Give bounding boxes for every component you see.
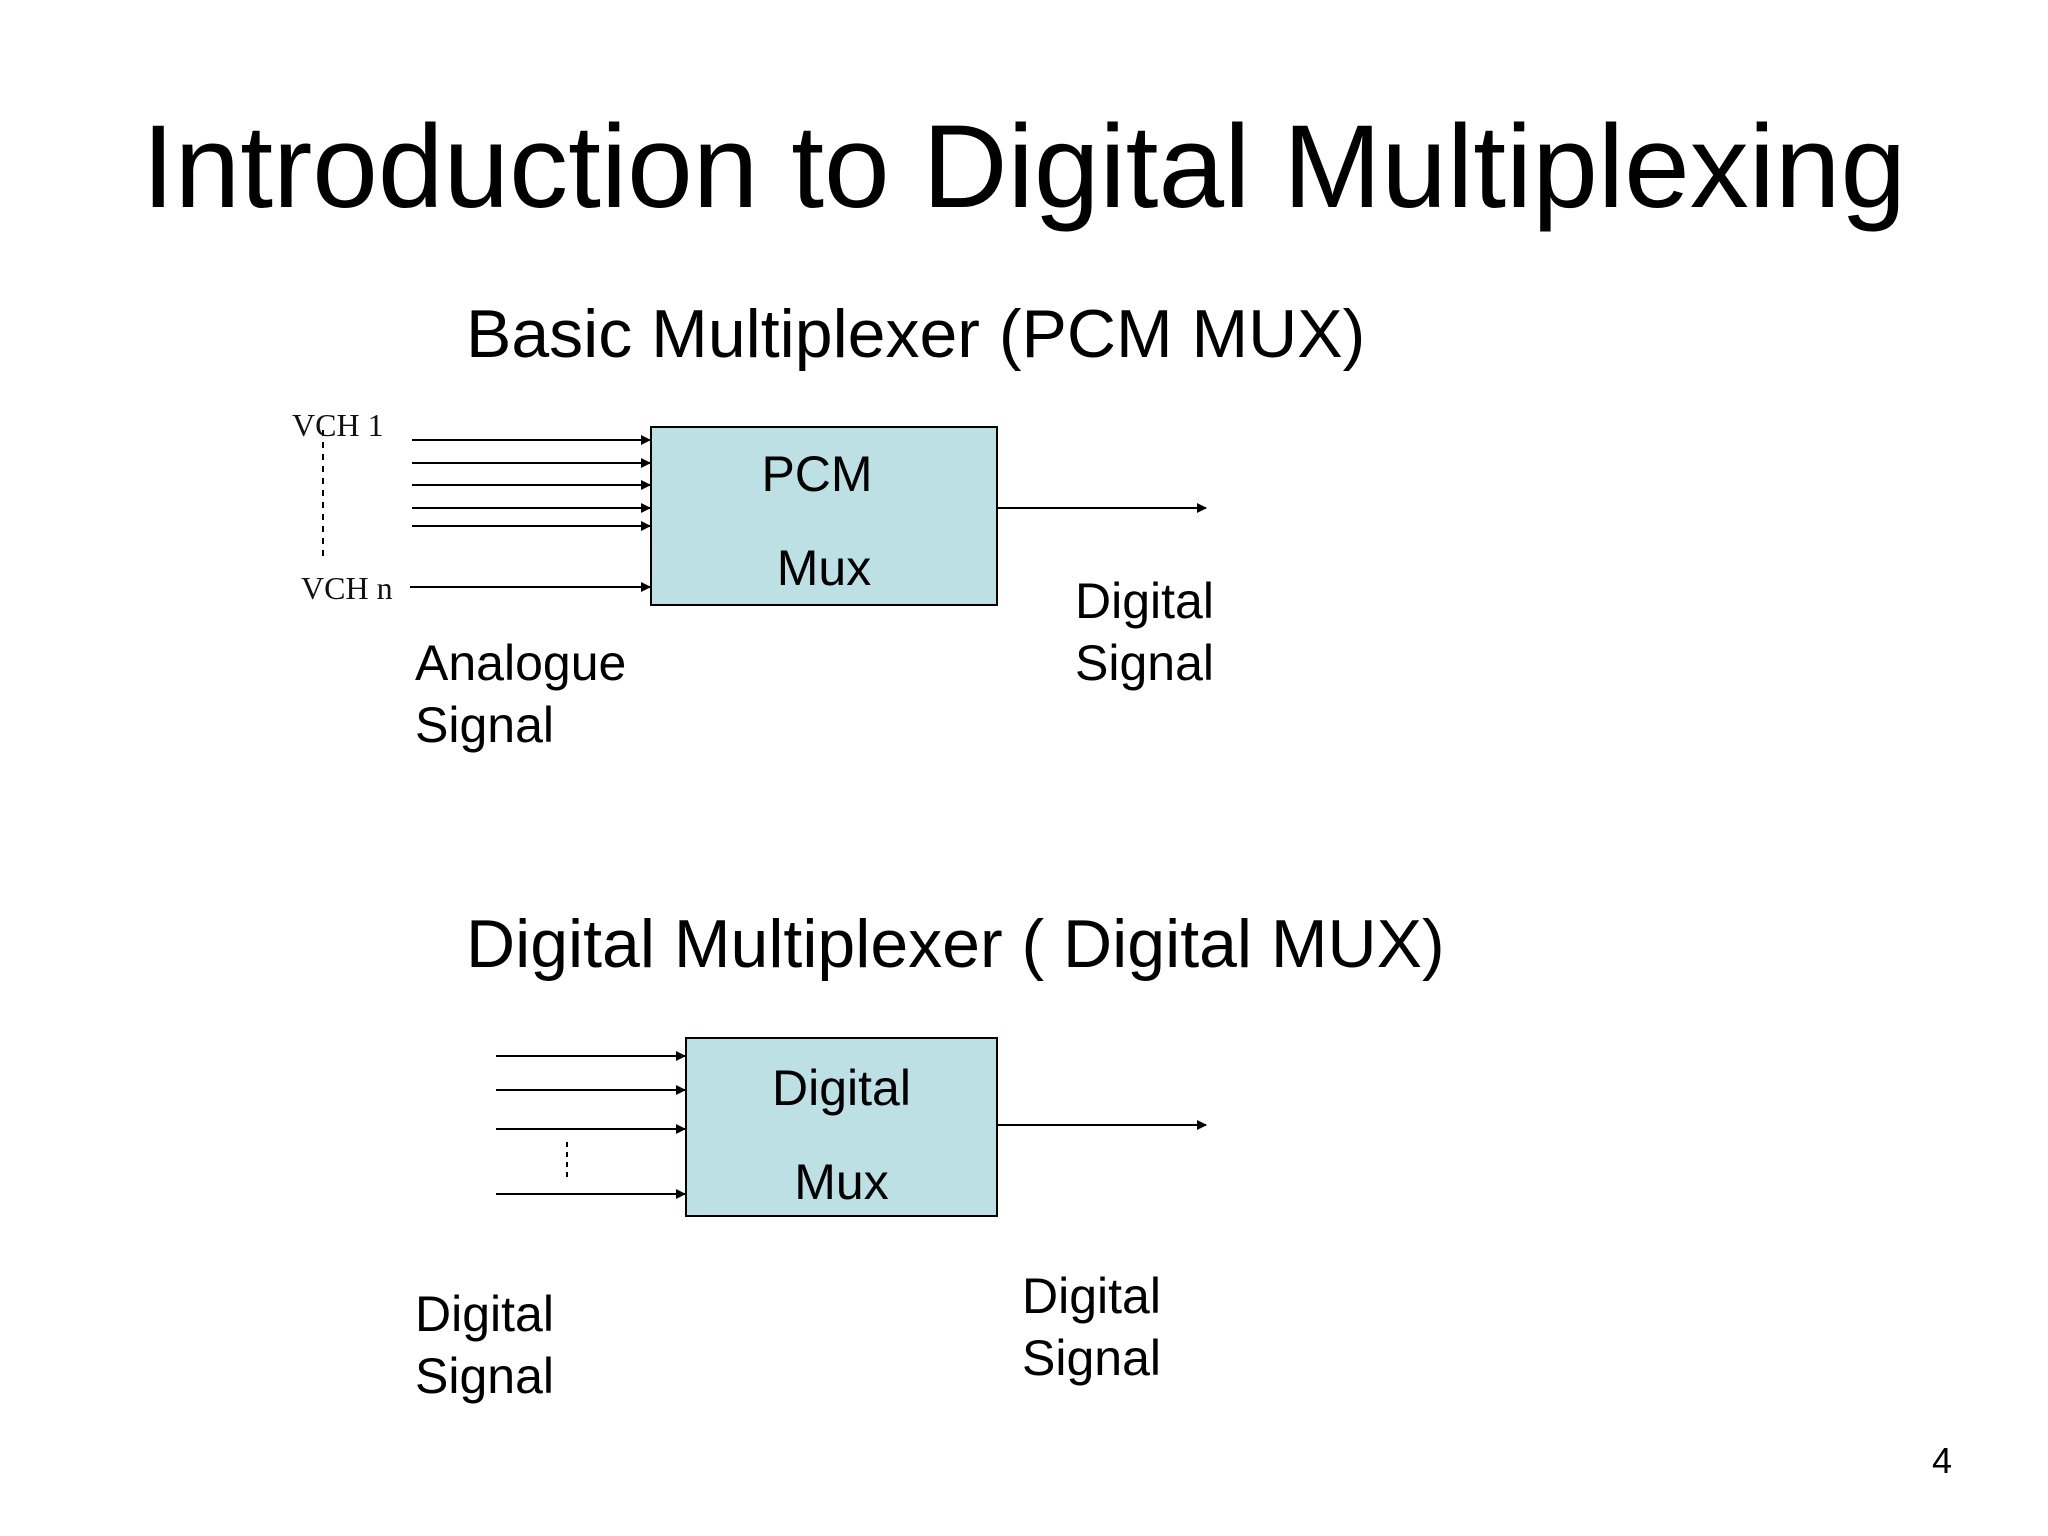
digital-diagram (496, 1037, 1207, 1217)
digital-output-caption-line1: Digital (1022, 1268, 1161, 1324)
digital-input-caption-line1: Digital (415, 1286, 554, 1342)
slide-title: Introduction to Digital Multiplexing (141, 101, 1907, 233)
page-number: 4 (1932, 1440, 1953, 1481)
pcm-section-heading: Basic Multiplexer (PCM MUX) (466, 296, 1366, 372)
digital-output-caption-line2: Signal (1022, 1330, 1161, 1386)
pcm-output-caption-line2: Signal (1075, 635, 1214, 691)
pcm-diagram (322, 426, 1207, 606)
digital-box-line2: Mux (794, 1154, 889, 1210)
pcm-input-caption-line2: Signal (415, 697, 554, 753)
vch-first-label: VCH 1 (292, 407, 384, 443)
digital-box-line1: Digital (772, 1060, 911, 1116)
pcm-box-line1: PCM (761, 446, 873, 502)
pcm-mux-box (650, 426, 998, 606)
pcm-input-caption-line1: Analogue (415, 635, 627, 691)
digital-section-heading: Digital Multiplexer ( Digital MUX) (466, 906, 1445, 982)
digital-mux-box (685, 1037, 998, 1217)
pcm-output-caption-line1: Digital (1075, 573, 1214, 629)
vch-last-label: VCH n (301, 570, 393, 606)
digital-input-caption-line2: Signal (415, 1348, 554, 1404)
pcm-box-line2: Mux (776, 540, 872, 596)
